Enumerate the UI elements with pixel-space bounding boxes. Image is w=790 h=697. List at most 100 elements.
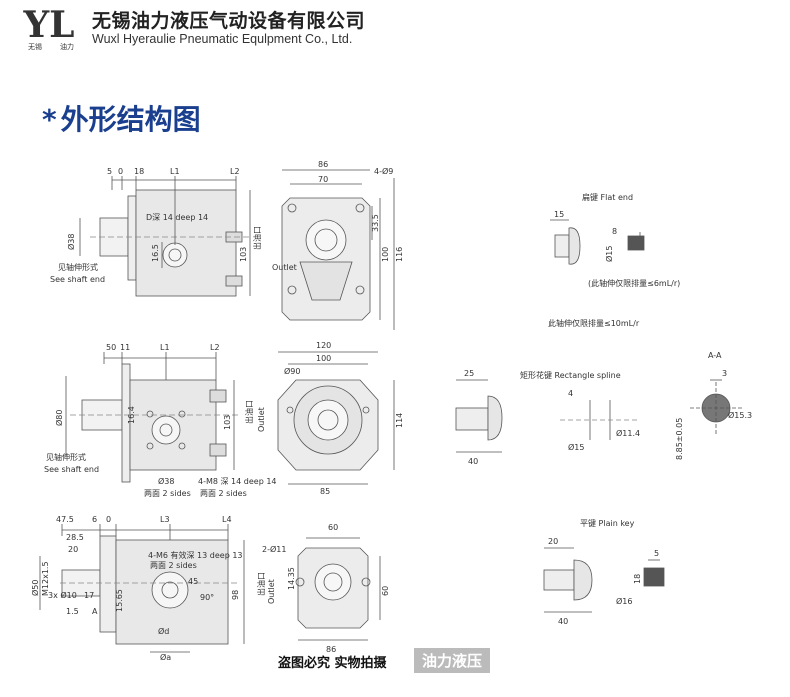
view3-side [39,524,245,653]
v2f-dia-90: Ø90 [284,366,300,376]
flat-end-detail [550,219,645,265]
flat-end-dim-15: 15 [554,210,564,219]
v1-shaft-dia: Ø38 [66,234,76,250]
spline-dia-11-4: Ø11.4 [616,428,640,438]
aa-dim-3: 3 [722,369,727,378]
view2-front-labels: 120 100 Ø90 114 85 [284,341,404,496]
key-dim-40: 40 [558,617,568,626]
logo-right-caption: 油力 [60,42,74,51]
view2-side [65,352,240,483]
v3f-dim-14-35: 14.35 [287,567,296,590]
v3-dim-d: Ød [158,626,169,636]
v2-dim-103: 103 [223,415,232,430]
v1-see-shaft-cn: 见轴伸形式 [58,262,98,272]
flat-end-note1: (此轴伸仅限排量≤6mL/r) [588,278,680,288]
v3-dim-l4: L4 [222,515,232,524]
v1f-dim-100: 100 [381,247,390,262]
v1-dim-5: 5 [107,167,112,176]
spline-dim-25: 25 [464,369,474,378]
v2-see-shaft-cn: 见轴伸形式 [46,452,86,462]
company-name-en: Wuxl Hyeraulie Pneumatic Equlpment Co., … [92,32,353,46]
section-title-text: 外形结构图 [60,103,201,136]
star-icon: * [42,103,57,136]
v3f-dim-60-v: 60 [381,586,390,596]
v2-outlet-cn: 出油口 [244,400,254,424]
view1-front-labels: 86 70 4-Ø9 33.5 100 116 [318,160,404,262]
v1f-dim-116: 116 [395,247,404,262]
v2f-dim-100: 100 [316,354,331,363]
v3-dim-47-5: 47.5 [56,515,74,524]
flat-end-title: 扁键 Flat end [582,192,633,202]
v1-dim-103: 103 [239,247,248,262]
v3-dim-90: 90° [200,593,214,602]
v2-outlet-en: Outlet [257,407,266,432]
v2-dim-11: 11 [120,343,130,352]
v3f-holes: 2-Ø11 [262,544,286,554]
v1f-dim-70: 70 [318,175,328,184]
rect-spline-detail [455,379,640,453]
key-dim-5: 5 [654,549,659,558]
logo-letters: YL [22,4,74,46]
v2-dim-l2: L2 [210,343,220,352]
v1f-dim-33-5: 33.5 [371,214,380,232]
v3-thread: M12x1.5 [41,561,50,596]
v1-outlet-cn: 出油口 [252,226,262,250]
view1-labels: 5 0 18 L1 L2 D深 14 deep 14 Ø38 16.5 103 … [50,167,297,284]
v1-dim-l1: L1 [170,167,180,176]
v3-dia-50: Ø50 [30,580,40,596]
company-name-cn: 无锡油力液压气动设备有限公司 [92,10,366,32]
v2f-dim-114: 114 [395,413,404,428]
v3-dim-45: 45 [188,577,198,586]
rect-spline-labels: 25 40 矩形花键 Rectangle spline 4 Ø15 Ø11.4 [464,369,640,466]
view3-labels: 47.5 6 0 L3 L4 28.5 20 M12x1.5 Ø50 3x Ø1… [30,515,243,662]
v2-dim-16-4: 16.4 [127,406,136,424]
aa-dim-8-85: 8.85±0.05 [675,418,684,460]
flat-end-labels: 扁键 Flat end 15 8 Ø15 (此轴伸仅限排量≤6mL/r) 此轴伸… [548,192,680,328]
v3f-dim-60: 60 [328,523,338,532]
v3-dim-a: Øa [160,652,171,662]
spline-title: 矩形花键 Rectangle spline [520,370,621,380]
v2-dim-50: 50 [106,343,116,352]
spline-dim-4: 4 [568,389,573,398]
v3-dim-28-5: 28.5 [66,533,84,542]
spline-dim-40: 40 [468,457,478,466]
aa-title: A-A [708,351,722,360]
section-title: *外形结构图 [42,98,201,138]
v3-dim-1-5: 1.5 [66,607,79,616]
v3-dim-98: 98 [231,590,240,600]
aa-dia-15-3: Ø15.3 [728,410,752,420]
plain-key-detail [543,547,665,613]
key-dim-20: 20 [548,537,558,546]
v1-dim-18: 18 [134,167,144,176]
v3-sides: 两面 2 sides [150,561,197,570]
v3-dim-20: 20 [68,545,78,554]
view2-labels: 50 11 L1 L2 Ø80 16.4 103 Ø38 两面 2 sides … [44,343,277,498]
v2-shaft-dia: Ø80 [54,410,64,426]
v3f-dim-86: 86 [326,645,336,654]
v2-dia-38: Ø38 [158,476,174,486]
v3-dim-0: 0 [106,515,111,524]
v2-dim-l1: L1 [160,343,170,352]
v3-dim-3x10: 3x Ø10 [48,590,77,600]
v1f-holes: 4-Ø9 [374,166,393,176]
v2f-dim-85: 85 [320,487,330,496]
v3-dim-15-65: 15.65 [115,589,124,612]
v3-dim-17: 17 [84,591,94,600]
v2-sides1: 两面 2 sides [144,489,191,498]
v1-outlet-en: Outlet [272,263,297,272]
v1-see-shaft-en: See shaft end [50,275,105,284]
key-dia-16: Ø16 [616,596,632,606]
view1-side [79,176,251,297]
watermark-text: 盗图必究 实物拍摄 [278,656,387,671]
v1-dim-16-5: 16.5 [151,244,160,262]
section-aa-labels: A-A 3 Ø15.3 8.85±0.05 [675,351,752,460]
logo-left-caption: 无锡 [28,42,42,51]
view2-front [277,351,395,485]
v3f-outlet-cn: 出油口 [256,572,266,596]
v3-dim-l3: L3 [160,515,170,524]
view3-front-labels: 60 2-Ø11 14.35 60 86 出油口 Outlet [256,523,390,654]
flat-end-dim-8: 8 [612,227,617,236]
section-aa-detail [690,379,742,436]
flat-end-dia-15: Ø15 [604,246,614,262]
